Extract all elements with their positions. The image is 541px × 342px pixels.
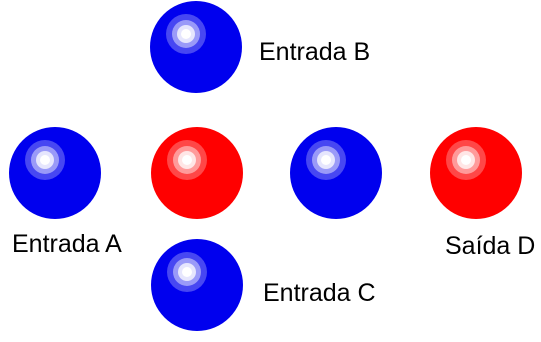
label-entrada-b: Entrada B: [259, 38, 371, 66]
ball-saida-d: [430, 127, 522, 219]
ball-center-right: [290, 127, 382, 219]
label-saida-d: Saída D: [445, 232, 536, 260]
ball-entrada-a: [9, 127, 101, 219]
ball-center-left: [151, 127, 243, 219]
label-entrada-a: Entrada A: [12, 230, 122, 258]
balls-layer: [9, 1, 522, 331]
label-entrada-c: Entrada C: [263, 279, 376, 307]
ball-entrada-c: [151, 239, 243, 331]
ball-entrada-b: [150, 1, 242, 93]
